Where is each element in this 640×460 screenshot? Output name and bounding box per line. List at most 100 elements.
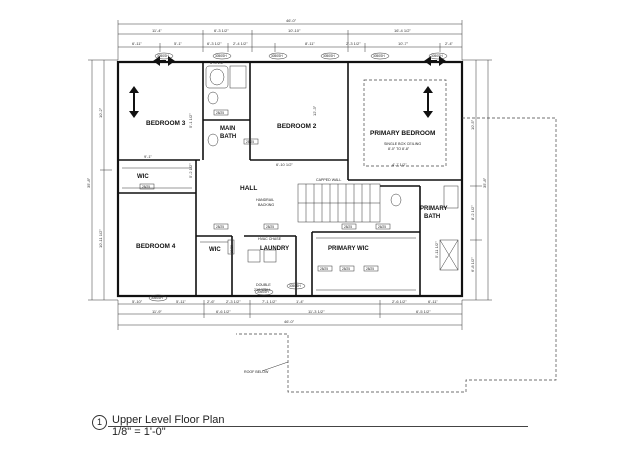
window-tag: 3050SH (151, 296, 163, 300)
left-row-dim: 10'-11 1/2" (98, 229, 103, 248)
bottom-overall-dim: 46'-0" (284, 319, 295, 324)
roof-below-note: ROOF BELOW (244, 370, 269, 374)
interior-dim: 6'-10 1/2" (276, 162, 293, 167)
door-tag: 28/25 (366, 267, 374, 271)
bottom-row1-dim: 1'-4" (296, 299, 305, 304)
plan-notes: CAPPED WALL HANDRAIL BACKING HVAC CHASE … (244, 178, 341, 374)
right-row-dim: 10'-5" (470, 119, 475, 130)
top-row2-dim: 6'-11" (132, 41, 142, 46)
bottom-row1-dim: 2'-6 1/2" (392, 299, 407, 304)
interior-dim: 5'-1 1/2" (188, 113, 193, 128)
box-ceiling-outline (363, 79, 447, 167)
hvac-chase-note: HVAC CHASE (258, 237, 282, 241)
interior-dim: 6'-3 1/2" (210, 60, 225, 65)
interior-dim: 4'-7 1/2" (392, 162, 407, 167)
stairs (297, 183, 381, 223)
double-wall-note: 2X6 WALL (254, 288, 271, 292)
door-tag: 28/25 (216, 111, 224, 115)
roof-below-outline (236, 117, 557, 393)
window-tag: 3050SH (431, 54, 443, 58)
door-tag: 28/25 (246, 140, 254, 144)
top-dimension-lines: 46'-0" 11'-4" 6'-3 1/2" 10'-10" 16'-4 1/… (117, 18, 463, 60)
interior-dim: 12'-3" (312, 105, 317, 116)
top-row1-dim: 16'-4 1/2" (394, 28, 411, 33)
exterior-walls (116, 60, 464, 298)
room-label-primary-bedroom: PRIMARY BEDROOM (370, 130, 435, 137)
window-tags: 3050SH 3050SH 3050SH 3050SH 3050SH 3050S… (148, 52, 448, 302)
bottom-row1-dim: 6'-11" (428, 299, 438, 304)
room-label-laundry: LAUNDRY (260, 246, 289, 252)
title-underline (108, 426, 528, 427)
bottom-row2-dim: 11'-9" (152, 309, 162, 314)
door-tag: 28/25 (230, 245, 234, 253)
room-label-wic: WIC (137, 174, 149, 180)
top-row1-dim: 11'-4" (152, 28, 162, 33)
egress-arrows (129, 56, 446, 118)
bath-fixtures (205, 65, 459, 271)
bottom-row1-dim: 5'-11" (176, 299, 186, 304)
right-row-dim: 8'-2 1/2" (470, 205, 475, 220)
door-tag: 28/25 (342, 267, 350, 271)
room-label-bedroom-3: BEDROOM 3 (146, 120, 186, 127)
window-tag: 3050SH (271, 54, 283, 58)
right-overall-dim: 35'-8" (482, 177, 487, 188)
bottom-row2-dim: 6'-5 1/2" (416, 309, 431, 314)
capped-wall-note: CAPPED WALL (316, 178, 341, 182)
room-label-hall: HALL (240, 185, 257, 192)
side-dimension-lines: 35'-8" 10'-2" 10'-11 1/2" 35'-8" 10'-5" … (86, 59, 492, 301)
top-row2-dim: 6'-3 1/2" (207, 41, 222, 46)
room-label-primary-bath: PRIMARY (420, 206, 447, 212)
room-label-bedroom-2: BEDROOM 2 (277, 123, 317, 130)
room-label-bedroom-4: BEDROOM 4 (136, 243, 176, 250)
primary-ceiling-note: 8'-0" TO 8'-8" (388, 147, 410, 151)
left-overall-dim: 35'-8" (86, 177, 91, 188)
bottom-row2-dim: 11'-3 1/2" (308, 309, 325, 314)
top-row2-dim: 2'-4" (445, 41, 454, 46)
drawing-number-badge: 1 (92, 415, 107, 430)
room-label-primary-wic: PRIMARY WIC (328, 246, 369, 252)
window-tag: 3050SH (373, 54, 385, 58)
interior-dim: 5'-2 1/2" (188, 163, 193, 178)
door-tag: 28/25 (344, 225, 352, 229)
door-tag: 28/25 (320, 267, 328, 271)
window-tag: 3050SH (157, 54, 169, 58)
top-row2-dim: 8'-11" (305, 41, 315, 46)
door-tags: 28/25 28/25 28/25 28/25 28/25 28/25 28/2… (139, 109, 391, 272)
top-row1-dim: 10'-10" (288, 28, 301, 33)
double-wall-note: DOUBLE (256, 283, 271, 287)
room-label-wic: WIC (209, 247, 221, 253)
door-tag: 26/25 (378, 225, 386, 229)
top-row2-dim: 10'-7" (398, 41, 409, 46)
right-row-dim: 6'-8 1/2" (470, 257, 475, 272)
top-row2-dim: 2'-3 1/2" (346, 41, 361, 46)
room-label-main-bath: BATH (220, 134, 236, 140)
handrail-note: HANDRAIL (256, 198, 274, 202)
top-row2-dim: 5'-1" (174, 41, 183, 46)
top-row1-dim: 6'-3 1/2" (214, 28, 229, 33)
interior-dim: 9'-1" (144, 154, 153, 159)
drawing-title: Upper Level Floor Plan (112, 414, 225, 426)
interior-walls (118, 62, 462, 296)
bottom-dimension-lines: 5'-10" 5'-11" 2'-6" 2'-3 1/2" 7'-1 1/2" … (117, 299, 463, 330)
bottom-row2-dim: 6'-6 1/2" (216, 309, 231, 314)
room-label-primary-bath: BATH (424, 214, 440, 220)
left-row-dim: 10'-2" (98, 107, 103, 118)
top-row2-dim: 2'-4 1/2" (233, 41, 248, 46)
top-overall-dim: 46'-0" (286, 18, 297, 23)
bottom-row1-dim: 2'-3 1/2" (226, 299, 241, 304)
interior-dimensions: 6'-3 1/2" 12'-3" 5'-1 1/2" 9'-1" 6'-10 1… (144, 60, 439, 258)
bottom-row1-dim: 2'-6" (207, 299, 216, 304)
window-tag: 3050SH (257, 290, 269, 294)
drawing-scale: 1/8" = 1'-0" (112, 426, 166, 438)
room-label-main-bath: MAIN (220, 126, 235, 132)
bottom-row1-dim: 7'-1 1/2" (262, 299, 277, 304)
window-tag: 3050SH (215, 54, 227, 58)
room-labels: BEDROOM 3 BEDROOM 2 MAIN BATH PRIMARY BE… (136, 120, 447, 253)
door-tag: 28/25 (266, 225, 274, 229)
door-tag: 28/25 (142, 185, 150, 189)
handrail-note: BACKING (258, 203, 274, 207)
window-tag: 3050SH (323, 54, 335, 58)
interior-dim: 5'-11 1/2" (434, 241, 439, 258)
primary-ceiling-note: SINGLE BOX CEILING (384, 142, 421, 146)
